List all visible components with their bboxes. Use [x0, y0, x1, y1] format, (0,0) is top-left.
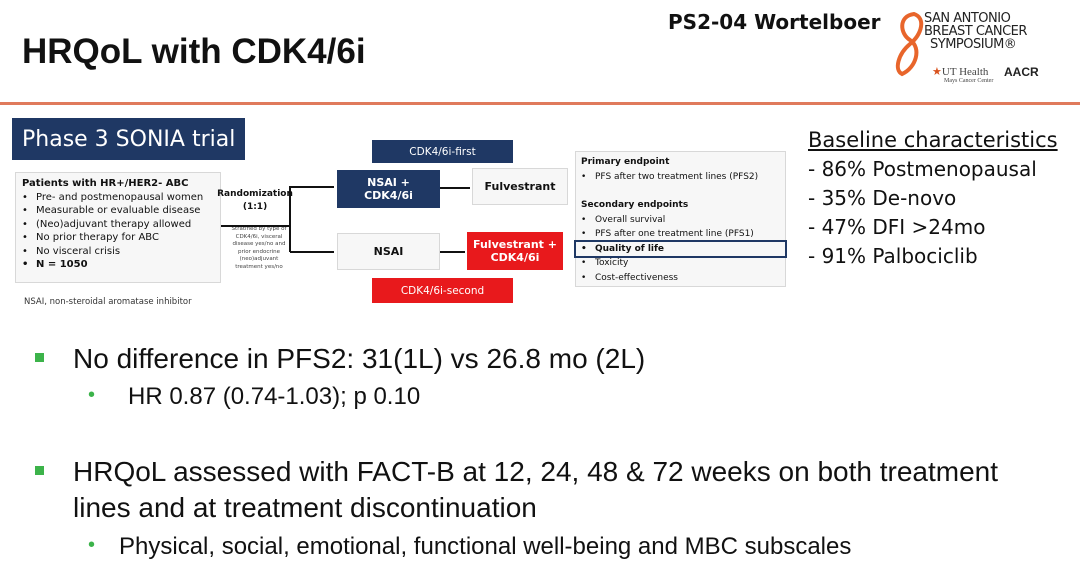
presenter-label: PS2-04 Wortelboer — [668, 10, 881, 34]
baseline-item: - 35% De-novo — [808, 186, 957, 210]
list-item-highlighted: Quality of life — [574, 239, 787, 258]
ut-health-logo: UT Health — [941, 66, 989, 78]
list-item: No prior therapy for ABC — [22, 231, 214, 245]
aacr-logo: AACR — [1004, 65, 1039, 79]
arrow — [290, 251, 334, 253]
logo-line: SYMPOSIUM® — [930, 37, 1017, 52]
bullet-square-icon — [35, 466, 44, 475]
arm2-first-line: NSAI — [337, 233, 440, 270]
primary-title: Primary endpoint — [581, 157, 670, 167]
list-item: (Neo)adjuvant therapy allowed — [22, 218, 214, 232]
footnote: NSAI, non-steroidal aromatase inhibitor — [24, 297, 192, 307]
bullet-square-icon — [35, 353, 44, 362]
bullet-text: No difference in PFS2: 31(1L) vs 26.8 mo… — [73, 343, 646, 374]
list-item: PFS after one treatment line (PFS1) — [581, 227, 780, 242]
connector — [289, 186, 291, 252]
arrow — [290, 186, 334, 188]
list-item: No visceral crisis — [22, 245, 214, 259]
patients-box: Patients with HR+/HER2- ABC Pre- and pos… — [15, 172, 221, 283]
sub-bullet-text: Physical, social, emotional, functional … — [119, 533, 852, 560]
list-item: PFS after two treatment lines (PFS2) — [581, 170, 780, 185]
endpoints-box: Primary endpoint PFS after two treatment… — [574, 151, 787, 287]
bullet-dot-icon: • — [88, 384, 96, 406]
arrow — [440, 251, 465, 253]
slide-title: HRQoL with CDK4/6i — [22, 32, 366, 71]
connector — [221, 225, 291, 227]
arm1-second-line: Fulvestrant — [472, 168, 568, 205]
header-divider — [0, 102, 1080, 105]
arm1-label: CDK4/6i-first — [372, 140, 513, 163]
baseline-title: Baseline characteristics — [808, 128, 1058, 152]
baseline-item: - 91% Palbociclib — [808, 244, 978, 268]
stratification-note: Stratified by type of CDK4/6i, visceral … — [231, 226, 287, 270]
baseline-item: - 86% Postmenopausal — [808, 157, 1037, 181]
logo-line: SAN ANTONIO — [924, 11, 1011, 26]
secondary-title: Secondary endpoints — [581, 200, 689, 210]
bullet-text: HRQoL assessed with FACT-B at 12, 24, 48… — [73, 456, 998, 523]
list-item: Pre- and postmenopausal women — [22, 191, 214, 205]
sabcs-logo: SAN ANTONIO BREAST CANCER SYMPOSIUM® ★UT… — [892, 10, 1052, 95]
list-item: N = 1050 — [22, 258, 214, 272]
arrow — [440, 187, 470, 189]
logo-line: BREAST CANCER — [924, 24, 1027, 39]
baseline-characteristics: Baseline characteristics - 86% Postmenop… — [808, 126, 1058, 271]
list-item: Cost-effectiveness — [581, 271, 780, 286]
patients-title: Patients with HR+/HER2- ABC — [22, 178, 189, 189]
list-item: Toxicity — [581, 256, 780, 271]
ribbon-icon — [895, 11, 924, 77]
arm1-first-line: NSAI + CDK4/6i — [337, 170, 440, 208]
list-item: Overall survival — [581, 213, 780, 228]
ut-sub: Mays Cancer Center — [944, 78, 994, 84]
arm2-second-line: Fulvestrant + CDK4/6i — [467, 232, 563, 270]
randomization-label: Randomization (1:1) — [217, 189, 293, 212]
list-item: Measurable or evaluable disease — [22, 204, 214, 218]
baseline-item: - 47% DFI >24mo — [808, 215, 986, 239]
bullet-dot-icon: • — [88, 534, 96, 556]
trial-label: Phase 3 SONIA trial — [12, 118, 245, 160]
sub-bullet-text: HR 0.87 (0.74-1.03); p 0.10 — [128, 383, 421, 410]
arm2-label: CDK4/6i-second — [372, 278, 513, 303]
